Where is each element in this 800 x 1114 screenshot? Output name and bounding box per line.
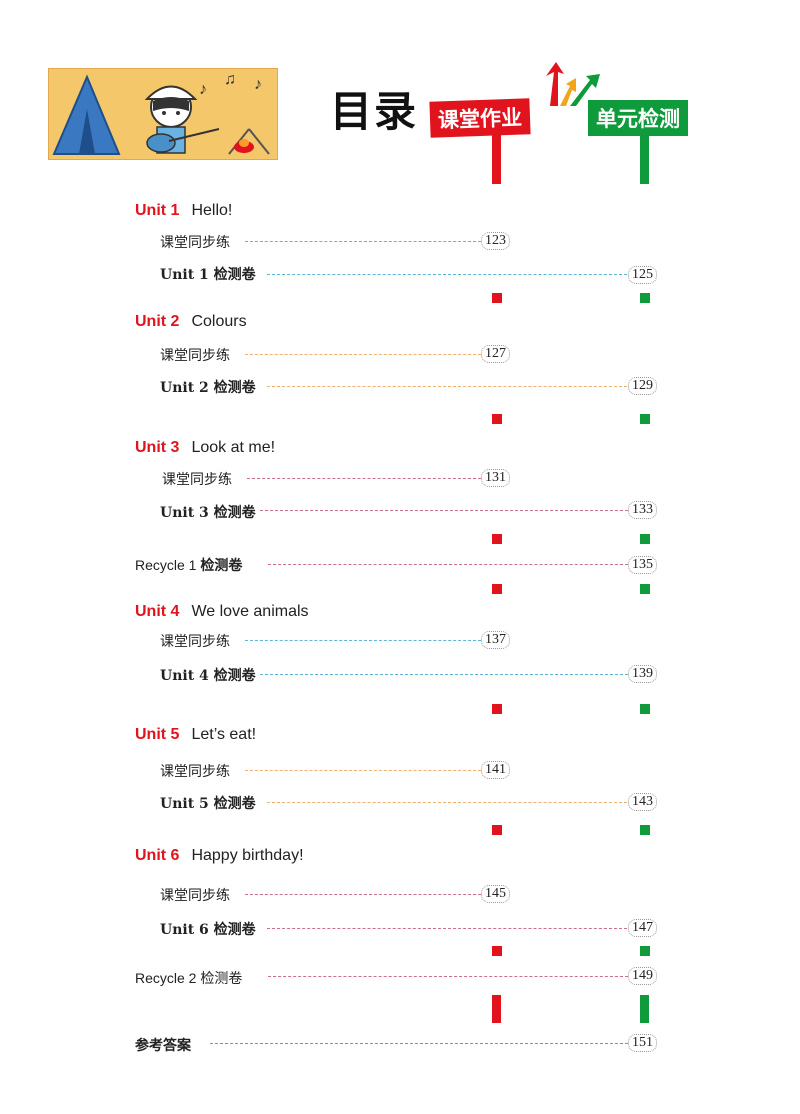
page-number[interactable]: 125 <box>628 266 657 284</box>
practice-label: 课堂同步练 <box>160 235 230 251</box>
practice-label: 课堂同步练 <box>160 634 230 650</box>
red-marker <box>492 293 502 303</box>
svg-text:♪: ♪ <box>199 81 207 98</box>
homework-sign: 课堂作业 <box>429 98 531 138</box>
page-number[interactable]: 123 <box>481 232 510 250</box>
green-marker <box>640 825 650 835</box>
unit-name: Let’s eat! <box>191 726 257 743</box>
dotted-leader <box>245 241 481 242</box>
test-label: Unit 3 检测卷 <box>160 505 256 521</box>
unit-heading: Unit 3 Look at me! <box>135 439 275 457</box>
recycle1-label: Recycle 1 检测卷 <box>135 555 242 575</box>
red-marker <box>492 534 502 544</box>
green-marker <box>640 584 650 594</box>
page-number[interactable]: 151 <box>628 1034 657 1052</box>
recycle1-label-cn: 检测卷 <box>200 557 243 573</box>
test-label: Unit 2 检测卷 <box>160 380 256 396</box>
dotted-leader <box>268 976 628 977</box>
page-title: 目录 <box>330 87 419 136</box>
svg-text:♪: ♪ <box>254 76 262 93</box>
green-marker <box>640 293 650 303</box>
dotted-leader <box>267 274 627 275</box>
test-label: Unit 5 检测卷 <box>160 796 256 812</box>
page-number[interactable]: 143 <box>628 793 657 811</box>
red-post <box>492 130 501 184</box>
unit-number: Unit 2 <box>135 313 180 330</box>
page-number[interactable]: 133 <box>628 501 657 519</box>
banner-illustration: ♪ ♫ ♪ <box>48 68 278 160</box>
dotted-leader <box>268 564 628 565</box>
red-marker <box>492 825 502 835</box>
camping-girl-illustration: ♪ ♫ ♪ <box>49 69 277 159</box>
recycle1-label-en: Recycle 1 <box>135 557 201 573</box>
unit-name: Hello! <box>191 202 233 219</box>
recycle2-label: Recycle 2 检测卷 <box>135 970 243 986</box>
unit-name: Look at me! <box>191 439 276 456</box>
arrow-decoration-icon <box>546 62 600 106</box>
unit-number: Unit 5 <box>135 726 180 743</box>
practice-label: 课堂同步练 <box>162 472 232 488</box>
test-sign: 单元检测 <box>588 100 688 136</box>
red-marker <box>492 704 502 714</box>
green-marker <box>640 534 650 544</box>
page-number[interactable]: 149 <box>628 967 657 985</box>
practice-label: 课堂同步练 <box>160 764 230 780</box>
dotted-leader <box>245 770 481 771</box>
dotted-leader <box>245 640 481 641</box>
dotted-leader <box>267 386 627 387</box>
unit-name: We love animals <box>191 603 309 620</box>
practice-label: 课堂同步练 <box>160 348 230 364</box>
unit-heading: Unit 6 Happy birthday! <box>135 847 304 865</box>
red-marker <box>492 414 502 424</box>
unit-number: Unit 1 <box>135 202 180 219</box>
dotted-leader <box>210 1043 628 1044</box>
unit-heading: Unit 1 Hello! <box>135 202 232 220</box>
unit-name: Happy birthday! <box>191 847 304 864</box>
dotted-leader <box>267 802 627 803</box>
dotted-leader <box>260 510 628 511</box>
green-marker <box>640 946 650 956</box>
page-number[interactable]: 147 <box>628 919 657 937</box>
answers-label: 参考答案 <box>135 1038 191 1054</box>
dotted-leader <box>267 928 627 929</box>
red-marker <box>492 946 502 956</box>
green-post <box>640 995 649 1023</box>
page-number[interactable]: 145 <box>481 885 510 903</box>
unit-name: Colours <box>191 313 247 330</box>
dotted-leader <box>247 478 481 479</box>
unit-heading: Unit 5 Let’s eat! <box>135 726 256 744</box>
dotted-leader <box>260 674 628 675</box>
test-label: Unit 6 检测卷 <box>160 922 256 938</box>
page-number[interactable]: 135 <box>628 556 657 574</box>
unit-heading: Unit 4 We love animals <box>135 603 309 621</box>
practice-label: 课堂同步练 <box>160 888 230 904</box>
page-number[interactable]: 137 <box>481 631 510 649</box>
unit-number: Unit 3 <box>135 439 180 456</box>
test-label: Unit 4 检测卷 <box>160 668 256 684</box>
dotted-leader <box>245 894 481 895</box>
unit-number: Unit 6 <box>135 847 180 864</box>
page-number[interactable]: 141 <box>481 761 510 779</box>
unit-number: Unit 4 <box>135 603 180 620</box>
green-marker <box>640 414 650 424</box>
svg-text:♫: ♫ <box>224 71 236 88</box>
unit-heading: Unit 2 Colours <box>135 313 247 331</box>
green-post <box>640 130 649 184</box>
red-post <box>492 995 501 1023</box>
red-marker <box>492 584 502 594</box>
page-number[interactable]: 139 <box>628 665 657 683</box>
page-number[interactable]: 131 <box>481 469 510 487</box>
test-label: Unit 1 检测卷 <box>160 267 256 283</box>
page-number[interactable]: 127 <box>481 345 510 363</box>
green-marker <box>640 704 650 714</box>
page-number[interactable]: 129 <box>628 377 657 395</box>
dotted-leader <box>245 354 481 355</box>
